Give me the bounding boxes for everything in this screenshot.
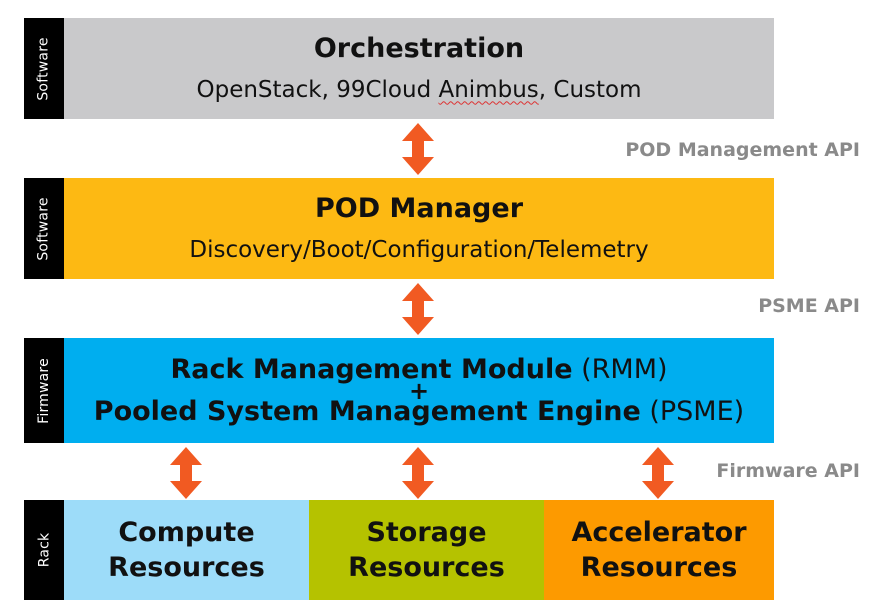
plus-sign: + (408, 376, 430, 405)
double-arrow-icon (642, 447, 674, 499)
storage-resources-box: Storage Resources (309, 500, 544, 600)
orchestration-subtitle: OpenStack, 99Cloud Animbus, Custom (196, 76, 642, 103)
layer-tag: Software (24, 178, 64, 279)
pod-manager-title: POD Manager (314, 192, 524, 224)
double-arrow-icon (402, 283, 434, 335)
compute-resources-box: Compute Resources (64, 500, 309, 600)
rmm-line: Rack Management Module (RMM) (170, 353, 668, 385)
accelerator-resources-box: Accelerator Resources (544, 500, 774, 600)
psme-line: Pooled System Management Engine (PSME) (93, 395, 745, 427)
double-arrow-icon (170, 447, 202, 499)
rmm-psme-layer: Firmware Rack Management Module (RMM) + … (24, 338, 774, 443)
pod-management-api-label: POD Management API (625, 139, 860, 161)
pod-manager-subtitle: Discovery/Boot/Configuration/Telemetry (189, 236, 649, 263)
storage-label-line2: Resources (348, 552, 505, 583)
double-arrow-icon (402, 123, 434, 175)
layer-tag: Firmware (24, 338, 64, 443)
orchestration-box: Orchestration OpenStack, 99Cloud Animbus… (64, 18, 774, 119)
pod-manager-layer: Software POD Manager Discovery/Boot/Conf… (24, 178, 774, 279)
pod-manager-box: POD Manager Discovery/Boot/Configuration… (64, 178, 774, 279)
compute-label-line2: Resources (108, 552, 265, 583)
firmware-api-label: Firmware API (716, 460, 860, 482)
storage-label-line1: Storage (366, 517, 487, 548)
accelerator-label-line2: Resources (580, 552, 738, 583)
compute-label-line1: Compute (118, 517, 255, 548)
layer-tag: Rack (24, 500, 64, 600)
double-arrow-icon (402, 447, 434, 499)
orchestration-title: Orchestration (313, 32, 525, 64)
psme-api-label: PSME API (758, 295, 860, 317)
accelerator-label-line1: Accelerator (571, 517, 747, 548)
layer-tag: Software (24, 18, 64, 119)
orchestration-layer: Software Orchestration OpenStack, 99Clou… (24, 18, 774, 119)
rmm-psme-box: Rack Management Module (RMM) + Pooled Sy… (64, 338, 774, 443)
rack-layer: Rack Compute Resources Storage Resources… (24, 500, 774, 600)
